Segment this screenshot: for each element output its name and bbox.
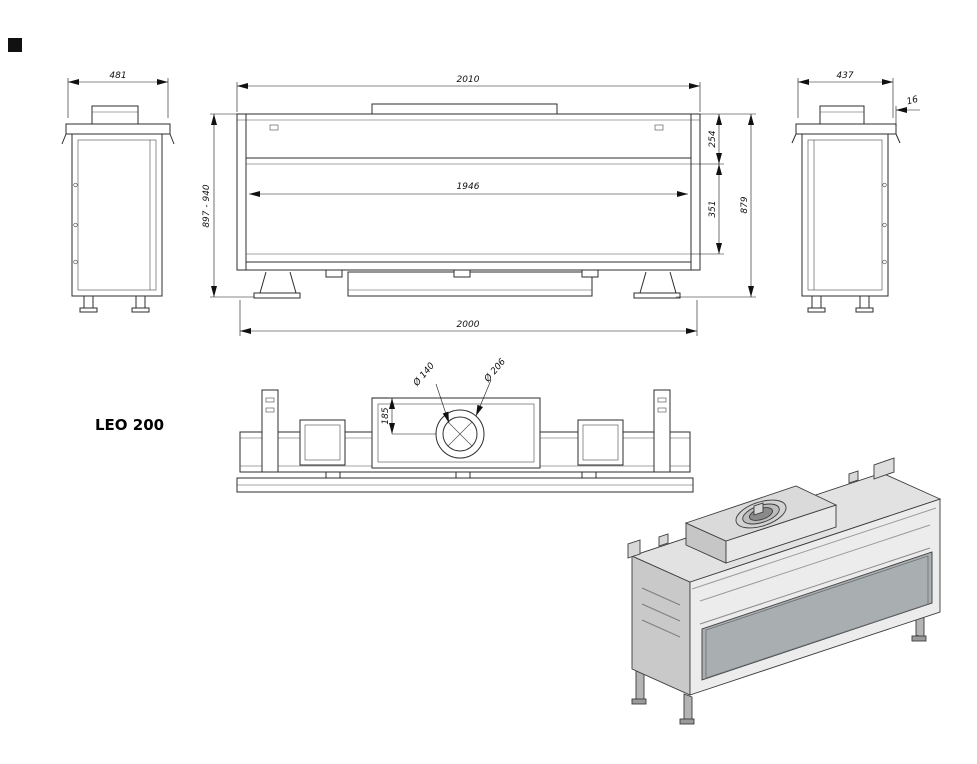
top-view-outline xyxy=(236,389,694,493)
dim-base-width: 2000 xyxy=(457,320,480,330)
dim-cap-thickness: 16 xyxy=(906,95,920,108)
model-label: LEO 200 xyxy=(95,416,164,434)
top-view: Ø 140 Ø 206 185 xyxy=(236,356,694,493)
dim-upper-section-height: 254 xyxy=(708,130,718,147)
side-view-left-outline xyxy=(61,105,175,313)
corner-mark xyxy=(8,38,22,52)
isometric-view xyxy=(627,457,942,725)
iso-top-brackets xyxy=(627,457,895,559)
iso-flue-collar xyxy=(735,499,787,529)
dim-glass-width: 1946 xyxy=(457,182,480,192)
dim-glass-height: 351 xyxy=(708,200,718,217)
dim-height-range: 897 - 940 xyxy=(202,184,212,228)
dim-flue-outer-diameter: Ø 206 xyxy=(482,356,509,385)
front-view: 2010 1946 897 - 940 254 351 xyxy=(202,75,756,336)
side-view-right-outline xyxy=(791,105,901,313)
iso-glass-window xyxy=(701,551,933,681)
dim-flue-inner-diameter: Ø 140 xyxy=(411,360,438,389)
side-view-left-dimensions: 481 xyxy=(67,71,169,118)
iso-flue-platform xyxy=(684,485,838,564)
front-view-dimensions: 2010 1946 897 - 940 254 351 xyxy=(202,75,756,336)
dim-side-left-width: 481 xyxy=(109,71,126,81)
flue-opening xyxy=(435,409,485,459)
side-view-right: 437 16 xyxy=(791,71,920,313)
side-view-left: 481 xyxy=(61,71,175,313)
front-view-outline xyxy=(236,103,701,299)
dim-side-right-width: 437 xyxy=(836,71,853,81)
side-view-right-dimensions: 437 16 xyxy=(797,71,920,126)
dim-overall-height: 879 xyxy=(740,196,750,213)
dim-flue-center-offset: 185 xyxy=(381,407,391,424)
dim-front-top-width: 2010 xyxy=(457,75,480,85)
